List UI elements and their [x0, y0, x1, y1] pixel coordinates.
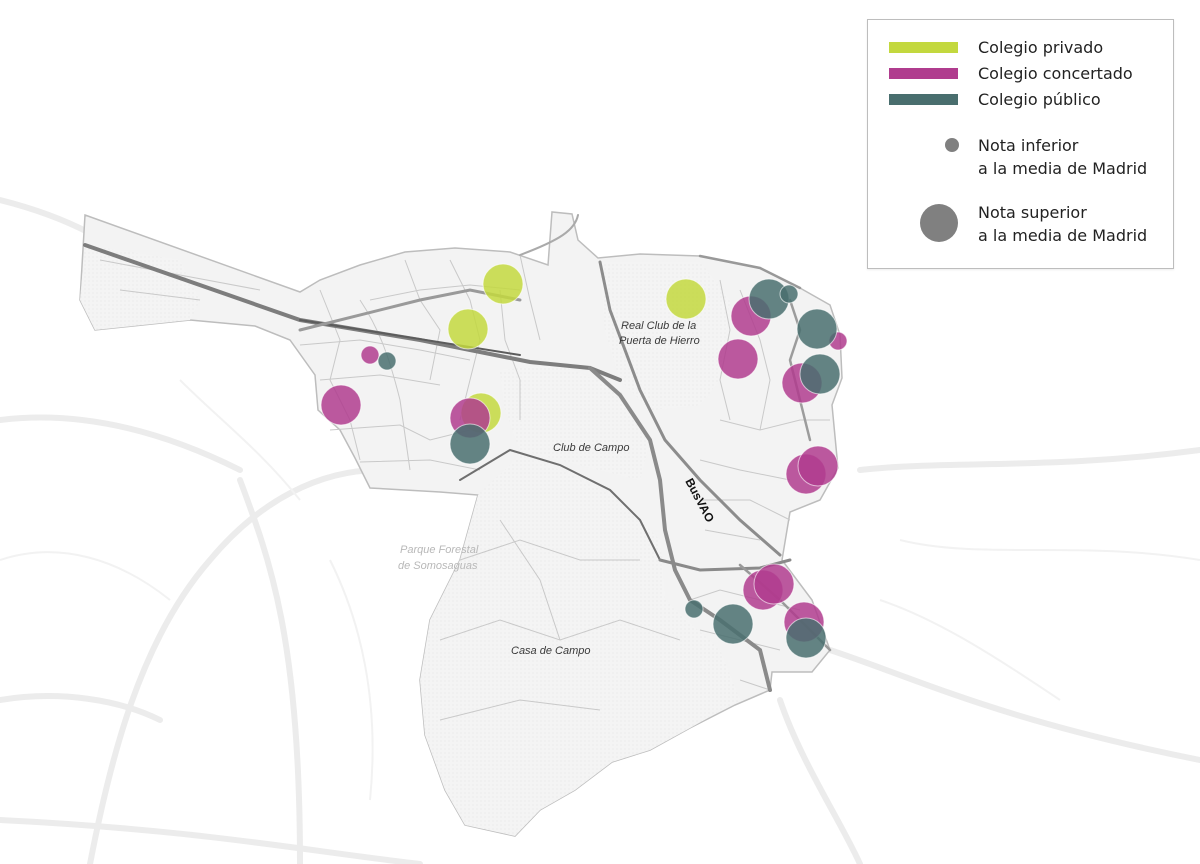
legend-swatch-concertado — [889, 68, 958, 79]
minor-streets — [99, 254, 830, 721]
school-marker-concertado — [797, 445, 839, 487]
label-somosaguas-2: de Somosaguas — [398, 560, 478, 572]
school-marker-publico — [799, 353, 841, 395]
legend-small-dot-icon — [945, 138, 959, 152]
school-marker-privado — [482, 263, 524, 305]
legend-small-line1: Nota inferior — [978, 136, 1079, 155]
school-marker-privado — [665, 278, 707, 320]
legend-large-line1: Nota superior — [978, 203, 1087, 222]
school-marker-concertado — [320, 384, 362, 426]
label-somosaguas-1: Parque Forestal — [400, 544, 479, 556]
label-casa-de-campo: Casa de Campo — [511, 645, 591, 657]
casa-de-campo-area — [420, 455, 740, 836]
school-marker-concertado — [360, 345, 380, 365]
west-park-area — [80, 245, 200, 330]
label-club-de-campo: Club de Campo — [553, 442, 629, 454]
legend-large-dot-icon — [920, 204, 958, 242]
map-legend: Colegio privado Colegio concertado Coleg… — [867, 19, 1174, 269]
legend-label-privado: Colegio privado — [978, 38, 1104, 57]
school-marker-publico — [684, 599, 704, 619]
school-marker-publico — [712, 603, 754, 645]
label-puerta-hierro-1: Real Club de la — [621, 320, 696, 332]
legend-swatch-privado — [889, 42, 958, 53]
school-marker-publico — [785, 617, 827, 659]
school-marker-concertado — [753, 563, 795, 605]
school-marker-concertado — [717, 338, 759, 380]
school-marker-publico — [449, 423, 491, 465]
school-marker-privado — [447, 308, 489, 350]
school-markers — [320, 263, 848, 659]
label-puerta-hierro-2: Puerta de Hierro — [619, 335, 700, 347]
legend-label-publico: Colegio público — [978, 90, 1101, 109]
legend-label-concertado: Colegio concertado — [978, 64, 1133, 83]
school-marker-publico — [779, 284, 799, 304]
legend-small-line2: a la media de Madrid — [978, 159, 1148, 178]
school-marker-publico — [796, 308, 838, 350]
club-de-campo-area — [500, 365, 650, 480]
background-streets — [0, 197, 1200, 864]
school-marker-publico — [377, 351, 397, 371]
legend-swatch-publico — [889, 94, 958, 105]
legend-large-line2: a la media de Madrid — [978, 226, 1148, 245]
